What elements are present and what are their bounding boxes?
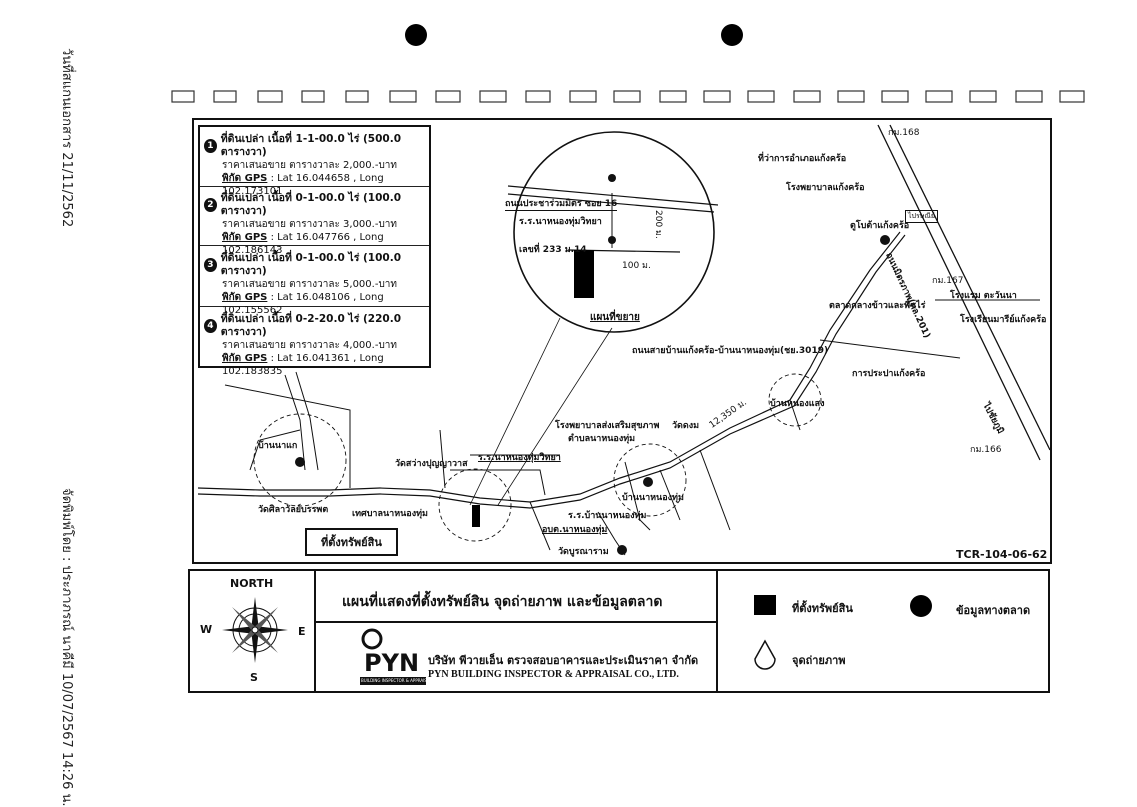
scan-date-text: วันที่สแกนเอกสาร 21/11/2562 [59, 48, 74, 228]
label-school-ban: ร.ร.บ้านนาหนองทุ่ม [568, 511, 647, 521]
label-ban-nongtum: บ้านนาหนองทุ่ม [622, 493, 684, 503]
inset-road-label: ถนนประชาร่วมมิตร ซอย 16 [505, 196, 618, 211]
info-price: ราคาเสนอขาย ตารางวาละ 2,000.-บาท [222, 160, 397, 171]
label-phc-hospital-2: ตำบลนาหนองทุ่ม [568, 434, 636, 444]
legend-market-label: ข้อมูลทางตลาด [956, 604, 1031, 617]
info-title: ที่ดินเปล่า เนื้อที่ 0-1-00.0 ไร่ (100.0… [220, 192, 402, 217]
compass-west: W [200, 623, 213, 636]
label-wat-sila: วัดศิลาวัลย์บรรพต [258, 505, 329, 515]
legend-property-label: ที่ตั้งทรัพย์สิน [792, 602, 853, 615]
property-location-label: ที่ตั้งทรัพย์สิน [305, 528, 398, 556]
gps-label: พิกัด GPS [222, 353, 268, 364]
info-title: ที่ดินเปล่า เนื้อที่ 0-1-00.0 ไร่ (100.0… [220, 252, 402, 277]
compass-east: E [298, 625, 306, 638]
label-market: ตลาดกลางข้าวและพืชไร่ [829, 301, 926, 311]
marker-number-icon: 4 [204, 319, 217, 333]
inset-distance-100: 100 ม. [622, 261, 651, 271]
gps-value: : Lat 16.047766 , Long 102.186143 [222, 232, 384, 256]
company-name-th: บริษัท พีวายเอ็น ตรวจสอบอาคารและประเมินร… [428, 654, 699, 667]
inset-school-label: ร.ร.นาหนองทุ่มวิทยา [519, 217, 602, 227]
inset-title: แผนที่ขยาย [590, 312, 640, 323]
gps-label: พิกัด GPS [222, 173, 268, 184]
market-legend-icon [910, 595, 932, 617]
label-ban-nongsaeng: บ้านหนองแสง [770, 399, 825, 409]
compass-north: NORTH [230, 577, 274, 590]
marker-number-icon: 2 [204, 198, 217, 212]
map-frame [192, 118, 1052, 564]
label-km166: กม.166 [970, 445, 1002, 455]
marker-number-icon: 3 [204, 258, 217, 272]
pyn-logo-icon [360, 628, 426, 685]
gps-value: : Lat 16.041361 , Long 102.183835 [222, 353, 384, 377]
info-title: ที่ดินเปล่า เนื้อที่ 1-1-00.0 ไร่ (500.0… [220, 133, 402, 158]
label-post-sign: ไปรษณีย์ [905, 210, 938, 223]
punch-hole-right [721, 24, 743, 46]
inset-distance-200: 200 ม. [653, 210, 663, 239]
compass-south: S [250, 671, 258, 684]
logo-subtext: BUILDING INSPECTOR & APPRAISAL [361, 678, 432, 683]
label-phc-hospital: โรงพยาบาลส่งเสริมสุขภาพ [555, 421, 660, 431]
gps-value: : Lat 16.044658 , Long 102.173101 [222, 173, 384, 197]
label-station: ตูโบต้าแก้งคร้อ [850, 221, 910, 231]
label-hotel: โรงแรม ตะวันนา [950, 291, 1017, 301]
inset-house-label: เลขที่ 233 ม.14 [519, 245, 587, 255]
label-km168: กม.168 [888, 128, 920, 138]
punch-hole-left [405, 24, 427, 46]
gps-value: : Lat 16.048106 , Long 102.155562 [222, 292, 384, 316]
property-legend-icon [754, 595, 776, 615]
label-school-nongtum: ร.ร.นาหนองทุ่มวิทยา [478, 453, 561, 463]
label-district-office: ที่ว่าการอำเภอแก้งคร้อ [758, 154, 847, 164]
label-hospital: โรงพยาบาลแก้งคร้อ [786, 183, 865, 193]
label-school-kaengkhro: โรงเรียนมารีย์แก้งคร้อ [960, 315, 1047, 325]
info-title: ที่ดินเปล่า เนื้อที่ 0-2-20.0 ไร่ (220.0… [220, 313, 402, 338]
label-wat-sawang: วัดสว่างปุญญาวาส [395, 459, 468, 469]
gps-label: พิกัด GPS [222, 292, 268, 303]
document-code: TCR-104-06-62 [956, 548, 1048, 561]
title-cell: แผนที่แสดงที่ตั้งทรัพย์สิน จุดถ่ายภาพ แล… [316, 571, 718, 691]
label-km167: กม.167 [932, 276, 964, 286]
company-name-en: PYN BUILDING INSPECTOR & APPRAISAL CO., … [428, 669, 679, 680]
property-marker [472, 505, 480, 527]
legend-photo-label: จุดถ่ายภาพ [792, 654, 846, 667]
label-ban-naga: บ้านนาแก [258, 441, 298, 451]
info-price: ราคาเสนอขาย ตารางวาละ 3,000.-บาท [222, 219, 397, 230]
legend-panel: NORTH W E S แผนที่แสดงที่ตั้งทรัพย์สิน จ… [188, 569, 1050, 693]
label-road-3019: ถนนสายบ้านแก้งคร้อ-บ้านนาหนองทุ่ม(ชย.301… [632, 346, 829, 356]
gps-label: พิกัด GPS [222, 232, 268, 243]
printed-by-text: จัดพิมพ์โดย : ประภาภรณ์ นาคีมี 10/07/256… [59, 488, 74, 807]
logo-wordmark: PYN [364, 649, 420, 677]
compass-rose-icon [222, 597, 288, 663]
inset-property-marker [574, 250, 594, 298]
label-wat-burana: วัดบูรณาราม [558, 547, 609, 557]
label-municipality: เทศบาลนาหนองทุ่ม [352, 509, 428, 519]
photo-point-icon [754, 639, 776, 670]
info-price: ราคาเสนอขาย ตารางวาละ 5,000.-บาท [222, 279, 397, 290]
perforation-strip [171, 90, 1085, 103]
label-waterworks: การประปาแก้งคร้อ [852, 369, 926, 379]
compass-cell: NORTH W E S [190, 571, 316, 691]
label-obtor: อบต.นาหนองทุ่ม [542, 525, 608, 535]
info-price: ราคาเสนอขาย ตารางวาละ 4,000.-บาท [222, 340, 397, 351]
symbols-cell: ที่ตั้งทรัพย์สิน ข้อมูลทางตลาด จุดถ่ายภา… [718, 571, 1048, 691]
label-wat-dom: วัดดงม [672, 421, 700, 431]
marker-number-icon: 1 [204, 139, 217, 153]
legend-title: แผนที่แสดงที่ตั้งทรัพย์สิน จุดถ่ายภาพ แล… [342, 594, 663, 610]
